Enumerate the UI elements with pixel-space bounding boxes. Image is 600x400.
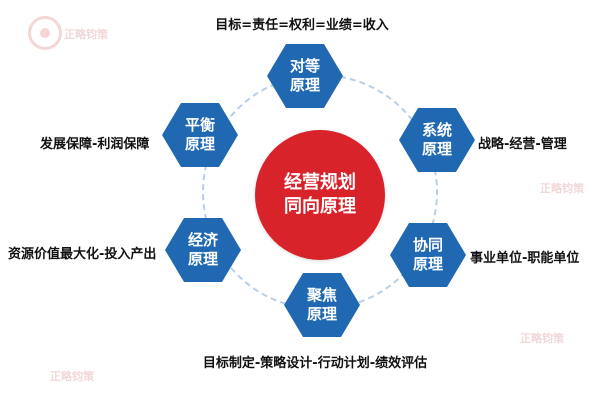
hexagon-jingji-line2: 原理 (187, 250, 218, 268)
hexagon-jingji-line1: 经济 (187, 231, 218, 250)
label-jingji: 资源价值最大化-投入产出 (8, 247, 157, 262)
hexagon-pingheng-line1: 平衡 (184, 116, 215, 135)
label-duideng: 目标=责任=权利=业绩=收入 (215, 18, 389, 33)
hexagon-pingheng-line2: 原理 (184, 135, 215, 153)
label-xietong: 事业单位-职能单位 (470, 251, 580, 266)
hexagon-xitong-line2: 原理 (421, 140, 452, 158)
label-jujiao: 目标制定-策略设计-行动计划-绩效评估 (202, 356, 428, 371)
hexagon-duideng-line1: 对等 (289, 57, 320, 76)
hexagon-jujiao-line2: 原理 (306, 305, 337, 323)
watermark-text: 正略钧策 (64, 28, 108, 41)
label-xitong: 战略-经营-管理 (478, 137, 567, 152)
watermark-text: 正略钧策 (520, 332, 564, 345)
hexagon-xietong-line1: 协同 (412, 236, 443, 255)
watermark-text: 正略钧策 (540, 182, 584, 195)
center-title-line2: 同向原理 (284, 196, 356, 217)
center-title-line1: 经营规划 (284, 171, 356, 193)
hexagon-pingheng: 平衡 原理 (162, 103, 238, 167)
hexagon-duideng-line2: 原理 (289, 76, 320, 94)
center-circle: 经营规划 同向原理 (255, 130, 385, 260)
watermark-text: 正略钧策 (50, 370, 94, 383)
watermark-logo (28, 16, 62, 50)
label-pingheng: 发展保障-利润保障 (40, 137, 150, 152)
hexagon-jujiao-line1: 聚焦 (306, 286, 337, 305)
hexagon-xietong-line2: 原理 (412, 255, 443, 273)
hexagon-xitong-line1: 系统 (421, 121, 452, 140)
